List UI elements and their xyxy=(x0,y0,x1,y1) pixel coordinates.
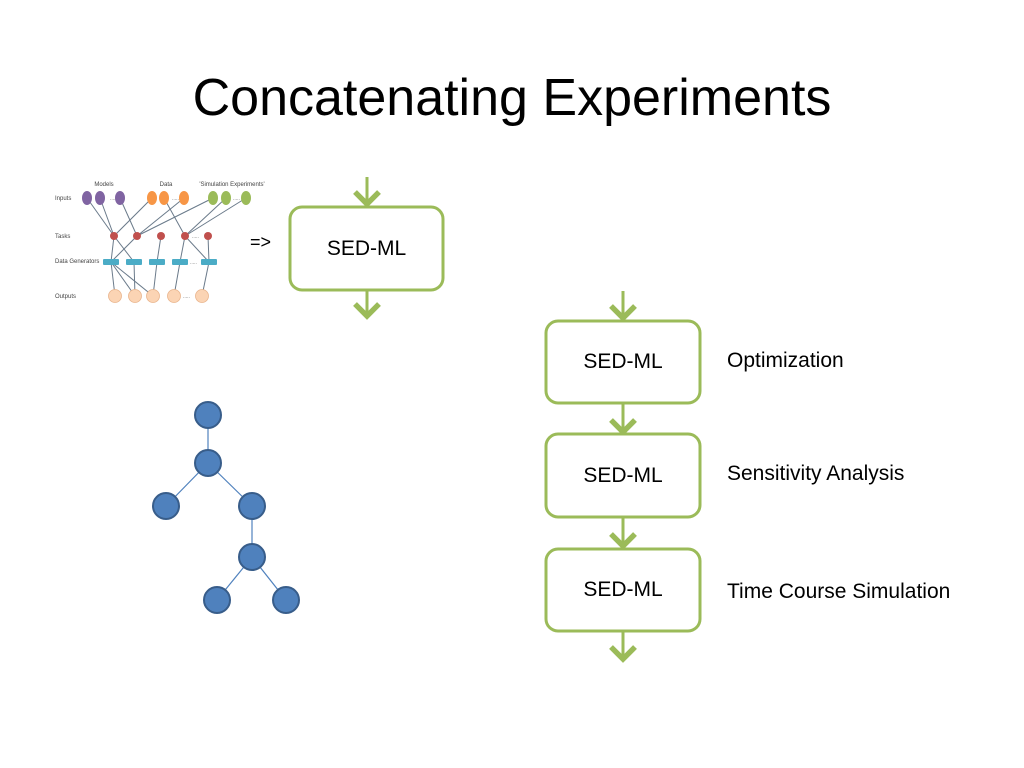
column-header-models: Models xyxy=(94,182,113,188)
chain-box-label-time-course: SED-ML xyxy=(583,578,663,601)
output-node xyxy=(128,289,142,303)
row-label-outputs: Outputs xyxy=(55,294,76,300)
label-sensitivity-analysis: Sensitivity Analysis xyxy=(727,462,905,485)
ellipsis: ..... xyxy=(233,196,240,202)
row-label-inputs: Inputs xyxy=(55,196,71,202)
task-node xyxy=(133,232,141,240)
tree-node xyxy=(194,401,222,429)
tree-node xyxy=(238,492,266,520)
data-generator-node xyxy=(172,259,188,265)
output-node xyxy=(167,289,181,303)
task-node xyxy=(157,232,165,240)
tree-node xyxy=(203,586,231,614)
task-node xyxy=(110,232,118,240)
row-label-tasks: Tasks xyxy=(55,234,70,240)
sedml-box-label: SED-ML xyxy=(326,236,407,260)
ellipsis: ..... xyxy=(192,234,199,240)
structure-connections xyxy=(86,197,247,297)
experiment-input-node xyxy=(208,191,218,205)
slide-title: Concatenating Experiments xyxy=(192,69,832,127)
task-node xyxy=(204,232,212,240)
data-generator-node xyxy=(103,259,119,265)
sedml-structure-diagram: Inputs Tasks Data Generators Outputs Mod… xyxy=(55,182,265,303)
sedml-box xyxy=(288,205,445,292)
data-input-node xyxy=(159,191,169,205)
data-input-node xyxy=(147,191,157,205)
output-node xyxy=(146,289,160,303)
row-label-data-generators: Data Generators xyxy=(55,259,99,265)
ellipsis: ..... xyxy=(172,196,179,202)
label-time-course-simulation: Time Course Simulation xyxy=(727,580,951,603)
output-node xyxy=(108,289,122,303)
data-input-node xyxy=(179,191,189,205)
column-header-data: Data xyxy=(160,182,173,188)
transform-symbol: => xyxy=(250,232,272,252)
model-input-node xyxy=(115,191,125,205)
task-node xyxy=(181,232,189,240)
sedml-chain xyxy=(544,291,702,663)
chain-box-sensitivity xyxy=(544,432,702,519)
data-generator-node xyxy=(126,259,142,265)
column-header-simulation-experiments: 'Simulation Experiments' xyxy=(199,182,264,188)
data-generator-node xyxy=(149,259,165,265)
tree-node xyxy=(238,543,266,571)
chain-box-label-sensitivity: SED-ML xyxy=(583,463,663,487)
label-optimization: Optimization xyxy=(727,349,844,372)
ellipsis: ..... xyxy=(110,196,117,202)
tree-node xyxy=(152,492,180,520)
experiment-tree xyxy=(152,401,300,614)
output-node xyxy=(195,289,209,303)
data-generator-node xyxy=(201,259,217,265)
tree-node xyxy=(194,449,222,477)
single-sedml-block xyxy=(288,177,445,320)
experiment-input-node xyxy=(221,191,231,205)
chain-box-optimization xyxy=(544,319,702,405)
experiment-input-node xyxy=(241,191,251,205)
model-input-node xyxy=(95,191,105,205)
model-input-node xyxy=(82,191,92,205)
chain-box-label-optimization: SED-ML xyxy=(583,350,663,373)
ellipsis: ..... xyxy=(183,294,190,300)
chain-box-time-course xyxy=(544,547,702,633)
tree-node xyxy=(272,586,300,614)
ellipsis: ..... xyxy=(190,260,197,266)
